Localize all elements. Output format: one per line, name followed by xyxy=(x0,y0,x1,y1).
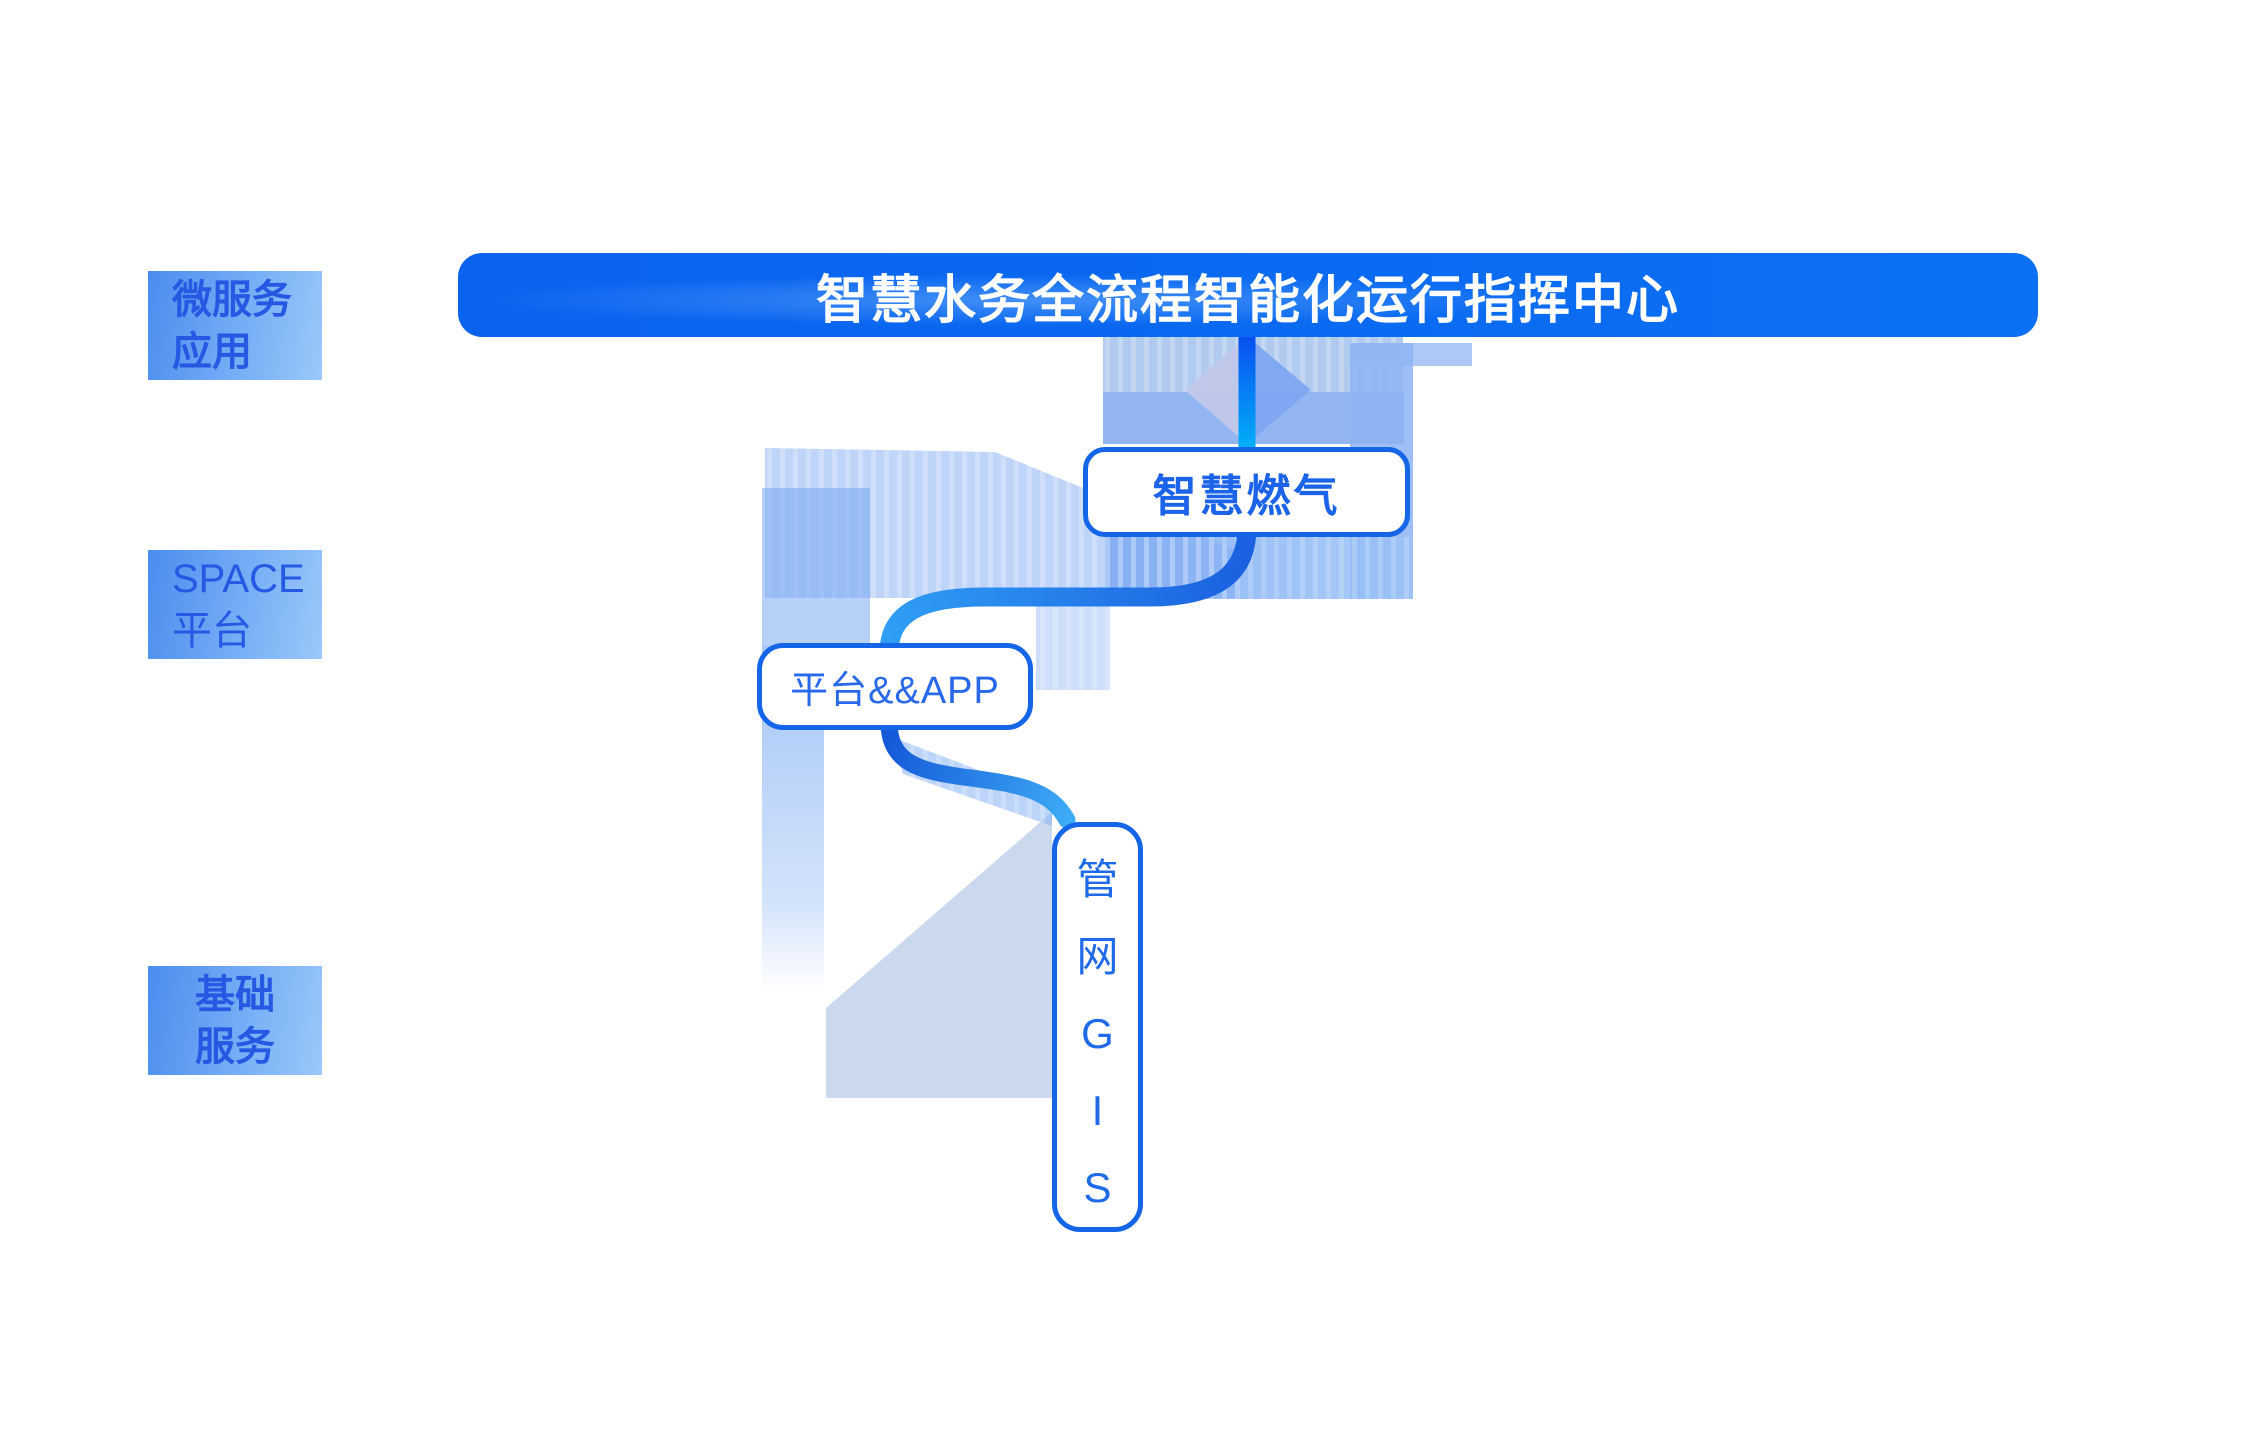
connector-gas-to-platform xyxy=(879,526,1257,652)
chip-line: 基础 xyxy=(195,973,275,1017)
node-pipeline-gis-char: I xyxy=(1091,1087,1104,1134)
decor-stripes-right-of-platform-2 xyxy=(1036,600,1110,690)
node-pipeline-gis-char: G xyxy=(1081,1010,1114,1057)
decor-wedge-mid-stripes xyxy=(765,448,1240,598)
chip-line: 平台 xyxy=(172,609,252,653)
sidebar-item-microservice-apps[interactable]: 微服务 应用 xyxy=(148,271,322,380)
node-pipeline-gis-char: 管 xyxy=(1076,856,1119,903)
connector-platform-to-gis xyxy=(880,715,1076,829)
node-pipeline-gis-char: S xyxy=(1083,1164,1112,1211)
chip-line: 服务 xyxy=(195,1025,275,1069)
decor-diamond-left xyxy=(1185,336,1247,444)
chip-line: 微服务 xyxy=(172,278,292,322)
sidebar-item-basic-services[interactable]: 基础 服务 xyxy=(148,966,322,1075)
node-pipeline-gis[interactable]: 管 网 G I S xyxy=(1052,822,1143,1232)
decor-pale-quad xyxy=(826,812,1052,1098)
chip-line: SPACE xyxy=(172,557,305,601)
decor-band-left-upper xyxy=(762,488,870,646)
sidebar-item-space-platform[interactable]: SPACE 平台 xyxy=(148,550,322,659)
node-smart-gas-label: 智慧燃气 xyxy=(1152,472,1341,521)
node-platform-app-label: 平台&&APP xyxy=(790,670,1000,712)
decor-diamond-right xyxy=(1247,336,1311,444)
command-center-title: 智慧水务全流程智能化运行指挥中心 xyxy=(815,271,1680,330)
node-platform-app[interactable]: 平台&&APP xyxy=(757,643,1033,730)
node-pipeline-gis-char: 网 xyxy=(1076,933,1119,980)
node-command-center[interactable]: 智慧水务全流程智能化运行指挥中心 xyxy=(458,253,2038,337)
chip-line: 应用 xyxy=(172,330,252,374)
node-smart-gas[interactable]: 智慧燃气 xyxy=(1083,447,1410,537)
